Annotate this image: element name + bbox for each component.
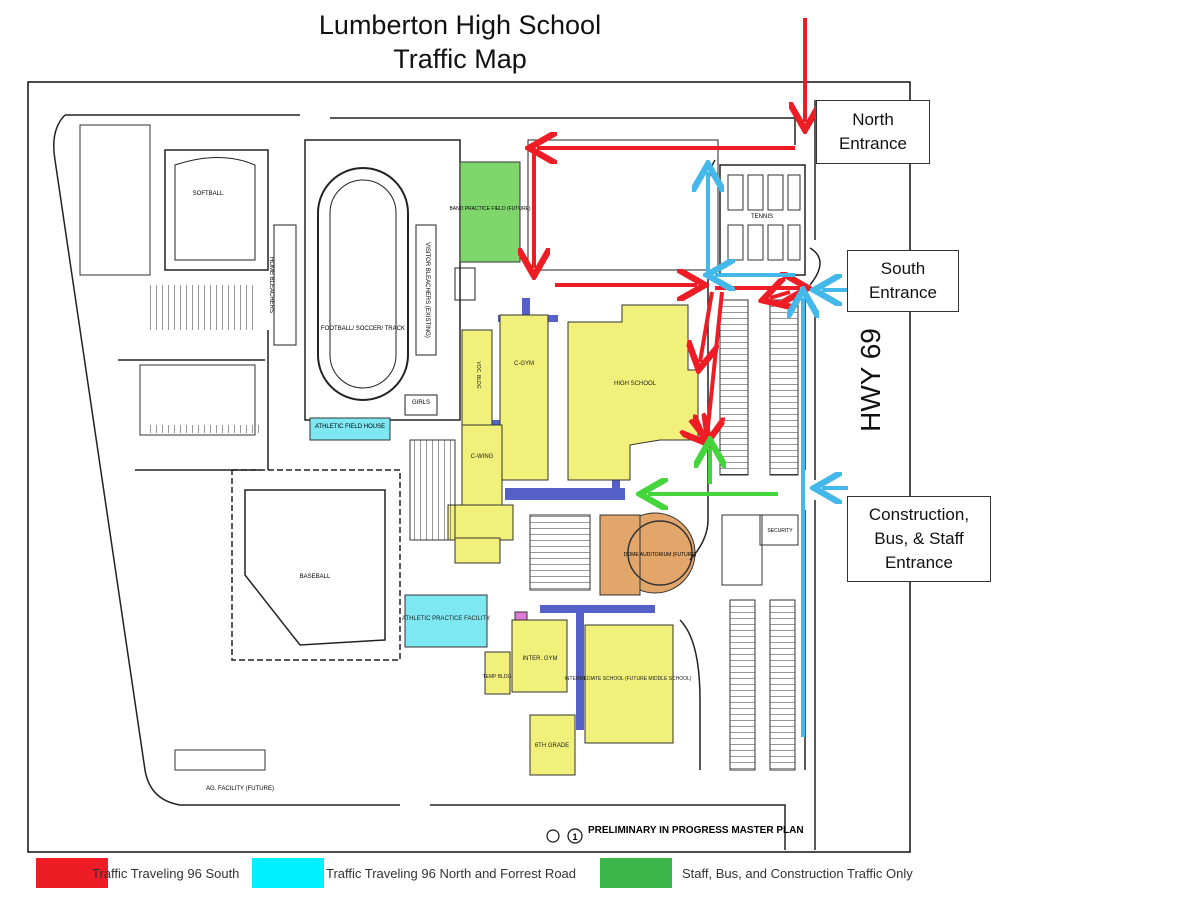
softball-label: SOFTBALL — [193, 191, 224, 197]
athletic-practice-facility — [404, 594, 488, 648]
high-school-building — [567, 304, 699, 481]
north-entrance-line2: Entrance — [838, 134, 908, 153]
c-wing-building — [461, 424, 503, 506]
intel-gym-label: INTER. GYM — [522, 656, 557, 662]
construction-entrance-line1: Construction, — [868, 505, 970, 524]
north-entrance-line1: North — [852, 110, 894, 129]
legend-label-staff: Staff, Bus, and Construction Traffic Onl… — [682, 866, 913, 881]
route-staff — [648, 448, 778, 494]
home-bleachers — [273, 224, 297, 346]
parking-center — [409, 439, 456, 541]
parking-lot-1 — [148, 285, 253, 330]
highway-label: HWY 69 — [855, 328, 886, 432]
construction-entrance-line3: Entrance — [884, 553, 954, 572]
football-label: FOOTBALL/ SOCCER/ TRACK — [321, 326, 405, 332]
band-practice-field — [459, 161, 521, 263]
south-entrance-line1: South — [880, 259, 926, 278]
school-buildings — [404, 304, 699, 776]
map-title-line1: Lumberton High School — [318, 10, 602, 40]
c-gym-label: C-GYM — [514, 361, 534, 367]
high-school-label: HIGH SCHOOL — [614, 381, 657, 387]
north-field — [527, 139, 719, 271]
svg-text:1: 1 — [572, 832, 577, 842]
map-title: Lumberton High School Traffic Map — [300, 8, 620, 76]
legend-swatch-staff — [600, 858, 672, 888]
north-entrance-callout: North Entrance — [816, 100, 930, 164]
intermediate-label: INTERMEDIATE SCHOOL (FUTURE MIDDLE SCHOO… — [565, 676, 692, 682]
route-south — [534, 18, 805, 438]
map-title-line2: Traffic Map — [393, 44, 527, 74]
baseball-label: BASEBALL — [300, 574, 331, 580]
route-north — [708, 172, 850, 737]
intermediate-gym — [511, 619, 568, 693]
girls-label: GIRLS — [412, 400, 430, 406]
gym-annex-pink — [514, 611, 528, 621]
temp-building — [484, 651, 511, 695]
baseball-field: BASEBALL — [231, 469, 401, 661]
plan-note: 1 PRELIMINARY IN PROGRESS MASTER PLAN — [546, 825, 804, 844]
construction-entrance-line2: Bus, & Staff — [874, 529, 964, 548]
south-entrance-line2: Entrance — [868, 283, 938, 302]
sixth-grade-label: 6TH GRADE — [535, 743, 569, 749]
football-stadium: FOOTBALL/ SOCCER/ TRACK HOME BLEACHERS V… — [268, 139, 461, 421]
legend-swatch-south — [36, 858, 108, 888]
band-practice-label: BAND PRACTICE FIELD (FUTURE) — [449, 206, 530, 212]
c-wing-annex — [447, 504, 514, 541]
voc-building — [461, 329, 493, 431]
legend-label-south: Traffic Traveling 96 South — [92, 866, 240, 881]
ag-facility — [174, 749, 266, 771]
property-outline — [53, 100, 821, 850]
girls-building — [404, 394, 438, 416]
voc-label: VOC. BLDG — [475, 361, 481, 388]
c-wing-label: C-WING — [471, 454, 494, 460]
legend-swatch-north — [252, 858, 324, 888]
south-entrance-callout: South Entrance — [847, 250, 959, 312]
building-labels: HIGH SCHOOL C-GYM C-WING ATHLETIC PRACTI… — [402, 361, 692, 749]
legend-label-north: Traffic Traveling 96 North and Forrest R… — [326, 866, 577, 881]
home-bleachers-label: HOME BLEACHERS — [268, 257, 274, 313]
softball-field: SOFTBALL — [164, 149, 269, 271]
construction-entrance-callout: Construction, Bus, & Staff Entrance — [847, 496, 991, 582]
sixth-grade-building — [529, 714, 576, 776]
visitor-bleachers-label: VISITOR BLEACHERS (EXISTING) — [424, 242, 430, 338]
athletic-practice-label: ATHLETIC PRACTICE FACILITY — [402, 616, 490, 622]
dome-auditorium: DOME AUDITORIUM (FUTURE) — [599, 512, 697, 596]
athletic-field-house — [309, 417, 391, 441]
parking-south — [529, 514, 591, 591]
dome-label: DOME AUDITORIUM (FUTURE) — [624, 552, 697, 558]
security-label: SECURITY — [767, 528, 793, 534]
c-gym-building — [499, 314, 549, 481]
athletic-field-house-label: ATHLETIC FIELD HOUSE — [315, 424, 385, 430]
tennis-label: TENNIS — [751, 214, 773, 220]
visitor-bleachers — [415, 224, 437, 356]
plan-note-text: PRELIMINARY IN PROGRESS MASTER PLAN — [588, 825, 804, 836]
intermediate-school — [584, 624, 674, 744]
c-wing-annex-2 — [454, 537, 501, 564]
parking-lot-2 — [139, 364, 256, 436]
small-building — [454, 267, 476, 301]
ag-facility-label: AG. FACILITY (FUTURE) — [206, 786, 274, 792]
temp-bldg-label: TEMP BLDG — [483, 674, 512, 680]
parking-west — [79, 124, 151, 276]
parking-lot-2-stalls — [150, 425, 260, 433]
